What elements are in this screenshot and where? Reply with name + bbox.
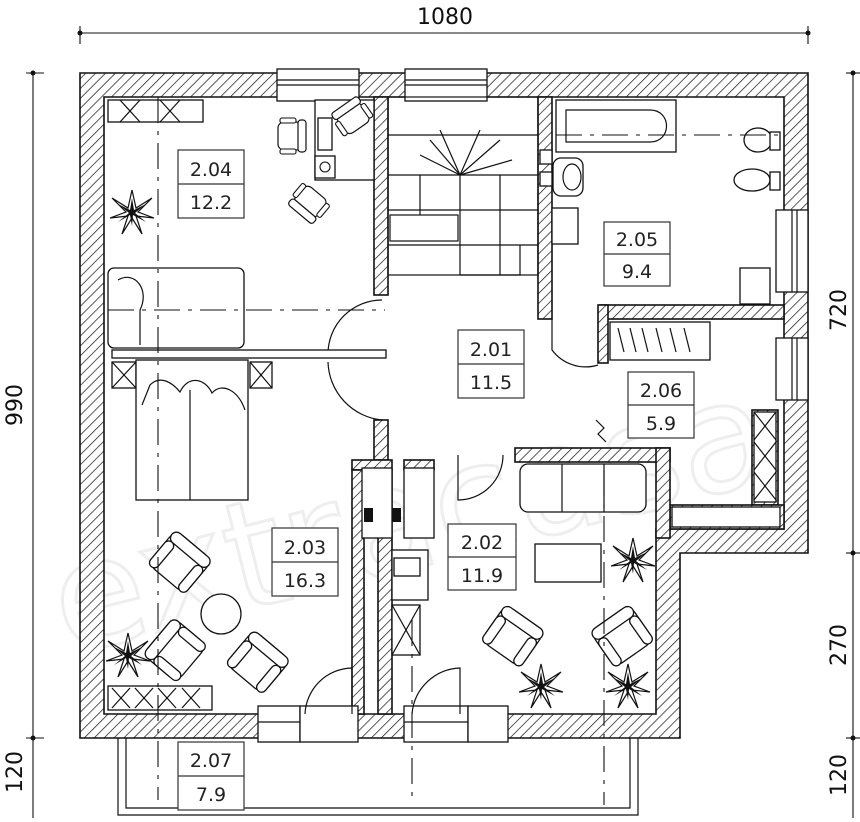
room-label-2-04: 2.04 12.2	[177, 149, 245, 219]
closet-2-06-fixtures	[595, 321, 781, 528]
room-id: 2.01	[470, 339, 512, 361]
dim-top-width: 1080	[417, 5, 473, 30]
centerlines	[108, 97, 784, 805]
room-id: 2.07	[190, 750, 232, 772]
room-area: 7.9	[196, 784, 226, 806]
room-id: 2.02	[461, 532, 503, 554]
room-id: 2.06	[640, 380, 682, 402]
room-label-2-05: 2.05 9.4	[603, 221, 671, 287]
doors	[111, 299, 599, 715]
staircase	[387, 96, 539, 276]
room-id: 2.05	[616, 229, 658, 251]
room-area: 5.9	[646, 413, 676, 435]
room-area: 11.5	[470, 372, 512, 394]
room-area: 9.4	[622, 261, 652, 283]
bathroom-2-05-fixtures	[539, 99, 781, 305]
room-area: 16.3	[284, 570, 326, 592]
dimension-top: 1080	[77, 5, 811, 44]
balcony	[117, 738, 639, 816]
dim-right-middle: 270	[827, 624, 852, 666]
windows	[257, 68, 809, 743]
dim-right-upper: 720	[827, 289, 852, 331]
bedroom-2-04-furniture	[107, 93, 376, 349]
room-label-2-02: 2.02 11.9	[447, 523, 517, 591]
dim-left-height: 990	[3, 384, 28, 426]
dimension-right: 720 270 120	[827, 70, 860, 818]
room-area: 12.2	[190, 192, 232, 214]
dimension-left: 990 120	[3, 70, 44, 818]
bedroom-2-03-furniture	[105, 359, 292, 711]
room-label-2-06: 2.06 5.9	[627, 371, 695, 439]
room-area: 11.9	[461, 565, 503, 587]
room-id: 2.03	[284, 537, 326, 559]
room-id: 2.04	[190, 159, 232, 181]
room-label-2-07: 2.07 7.9	[177, 741, 245, 811]
living-2-02-furniture	[361, 463, 656, 709]
dim-right-bottom: 120	[827, 754, 852, 796]
dim-left-bottom: 120	[3, 751, 28, 793]
room-label-2-03: 2.03 16.3	[271, 527, 339, 597]
room-label-2-01: 2.01 11.5	[457, 329, 525, 399]
